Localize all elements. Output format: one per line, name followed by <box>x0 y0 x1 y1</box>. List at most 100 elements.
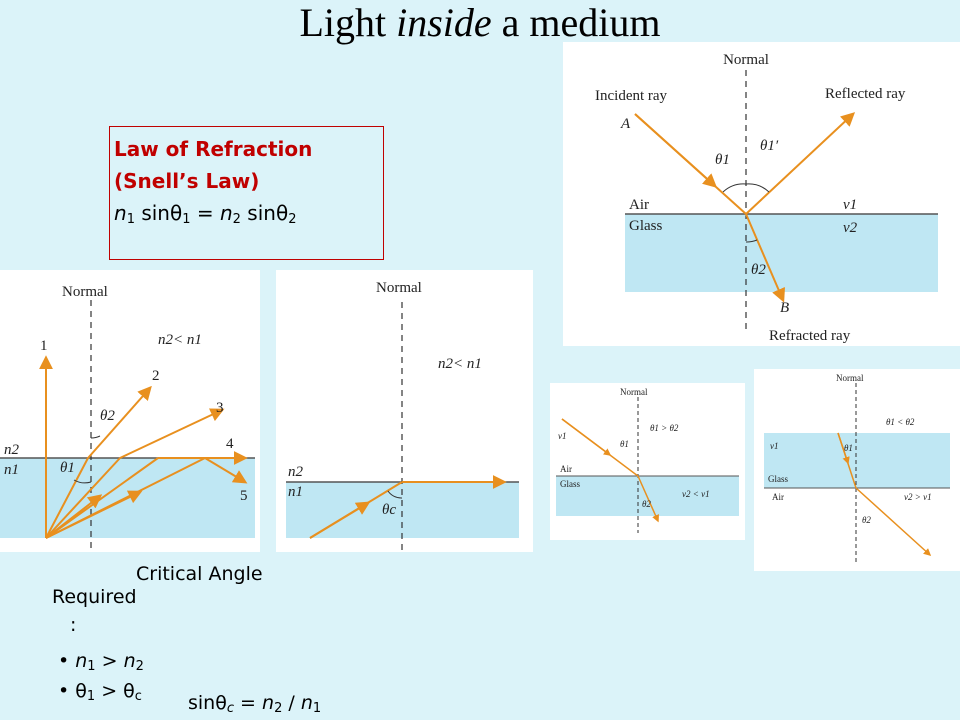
glass-region <box>625 214 938 292</box>
v1-label: v1 <box>843 197 857 213</box>
small2-cond1: θ1 < θ2 <box>886 417 915 427</box>
b1-n2: n <box>123 650 136 672</box>
eq-t2: 2 <box>288 212 297 227</box>
tir-theta1: θ1 <box>60 460 75 476</box>
tir-ray-label-4: 4 <box>226 436 234 452</box>
critical-incident-arrow <box>309 501 371 539</box>
critical-thetac: θc <box>382 502 396 518</box>
tir-ray-label-2: 2 <box>152 368 160 384</box>
incident-arrow <box>634 113 718 188</box>
snell-law-box: Law of Refraction (Snell’s Law) n 1 sinθ1… <box>109 126 384 260</box>
ray-arrow-a <box>45 494 103 539</box>
ray-5 <box>204 457 248 484</box>
tir-diagram: Normal n2< n1 n2 n1 θ1 θ2 1 2 3 4 5 <box>0 270 260 552</box>
tir-theta2-arc <box>90 435 101 439</box>
small1-normal-label: Normal <box>620 387 648 397</box>
theta2-arc <box>745 239 758 243</box>
small1-air: Air <box>560 464 572 474</box>
air-label: Air <box>629 197 649 213</box>
f-sc: c <box>226 701 235 716</box>
snell-heading-2: (Snell’s Law) <box>114 169 260 193</box>
small1-cond2: v2 < v1 <box>682 489 710 499</box>
small2-theta1: θ1 <box>844 443 853 453</box>
tir-n1: n1 <box>4 462 19 478</box>
critical-n2: n2 <box>288 464 304 480</box>
b2-t1: θ <box>75 680 87 702</box>
air-to-glass-diagram: Normal v1 θ1 θ1 > θ2 Air Glass θ2 v2 < v… <box>550 383 745 540</box>
ray-arrow-b <box>45 490 143 539</box>
f-sin: sinθ <box>188 692 227 714</box>
tir-n2: n2 <box>4 442 20 458</box>
theta1-label: θ1 <box>715 152 730 168</box>
f-s1: 1 <box>312 701 322 716</box>
b2-s2: c <box>134 689 142 704</box>
title-part1: Light <box>299 0 397 45</box>
small1-theta1: θ1 <box>620 439 629 449</box>
incident-label: Incident ray <box>595 88 668 104</box>
f-eq: = <box>234 692 263 714</box>
tir-normal-label: Normal <box>62 284 108 300</box>
critical-cond: n2< n1 <box>438 356 482 372</box>
f-s2: 2 <box>274 701 283 716</box>
bullet1-dot: • <box>58 650 76 672</box>
small1-cond1: θ1 > θ2 <box>650 423 679 433</box>
required-caption: Required <box>52 586 137 608</box>
small2-incident-arrow <box>837 432 850 465</box>
tir-ray-label-5: 5 <box>240 488 248 504</box>
required-colon: : <box>70 614 77 636</box>
refracted-label: Refracted ray <box>769 328 851 344</box>
eq-t1: 1 <box>182 212 191 227</box>
eq-s1: 1 <box>126 212 135 227</box>
tir-cond: n2< n1 <box>158 332 202 348</box>
b1-s1: 1 <box>87 659 96 674</box>
theta1p-label: θ1′ <box>760 138 779 154</box>
b2-s1: 1 <box>86 689 96 704</box>
f-slash: / <box>282 692 301 714</box>
ray-3 <box>119 408 225 459</box>
small2-normal-label: Normal <box>836 373 864 383</box>
eq-sin1: sinθ <box>134 201 183 225</box>
reflected-ray <box>745 112 856 215</box>
small1-glass-label: Glass <box>560 479 580 489</box>
b1-s2: 2 <box>135 659 144 674</box>
reflected-label: Reflected ray <box>825 86 906 102</box>
b1-gt: > <box>95 650 124 672</box>
theta2-label: θ2 <box>751 262 766 278</box>
small2-glass-label: Glass <box>768 474 788 484</box>
small1-incident-arrow <box>561 418 612 456</box>
v2-label: v2 <box>843 220 858 236</box>
refracted-ray <box>745 213 786 303</box>
b2-gt: > <box>95 680 124 702</box>
ray-2-inside <box>45 457 89 539</box>
bullet-theta1-gt-thetac: • θ1 > θc <box>58 680 142 704</box>
tir-theta2: θ2 <box>100 408 115 424</box>
small1-v1: v1 <box>558 431 567 441</box>
f-n2: n <box>262 692 275 714</box>
bullet-n1-gt-n2: • n1 > n2 <box>58 650 144 674</box>
critical-theta-arc <box>387 490 403 499</box>
critical-angle-caption: Critical Angle <box>136 563 263 585</box>
small1-theta2: θ2 <box>642 499 651 509</box>
glass-to-air-diagram: Normal θ1 < θ2 v1 θ1 Glass Air v2 > v1 θ… <box>754 369 960 571</box>
small2-glass <box>764 433 950 488</box>
glass-label: Glass <box>629 218 662 234</box>
eq-n2: n <box>219 201 233 225</box>
refraction-diagram: Normal Incident ray Reflected ray A Air … <box>563 42 960 346</box>
critical-n1: n1 <box>288 484 303 500</box>
small2-v1: v1 <box>770 441 779 451</box>
critical-formula: sinθc = n2 / n1 <box>188 692 321 716</box>
ray-3-inside <box>45 457 121 539</box>
theta1-arc <box>722 183 747 193</box>
theta1p-arc <box>745 183 770 193</box>
point-b: B <box>780 300 789 316</box>
small2-theta2: θ2 <box>862 515 871 525</box>
tir-theta1-arc <box>73 479 92 484</box>
critical-angle-diagram: Normal n2< n1 n2 n1 θc <box>276 270 533 552</box>
b1-n1: n <box>75 650 88 672</box>
eq-s2: 2 <box>232 212 241 227</box>
tir-ray-label-1: 1 <box>40 338 48 354</box>
small2-air: Air <box>772 492 784 502</box>
b2-t2: θ <box>123 680 135 702</box>
snell-heading-1: Law of Refraction <box>114 137 313 161</box>
ray-2 <box>87 385 152 459</box>
